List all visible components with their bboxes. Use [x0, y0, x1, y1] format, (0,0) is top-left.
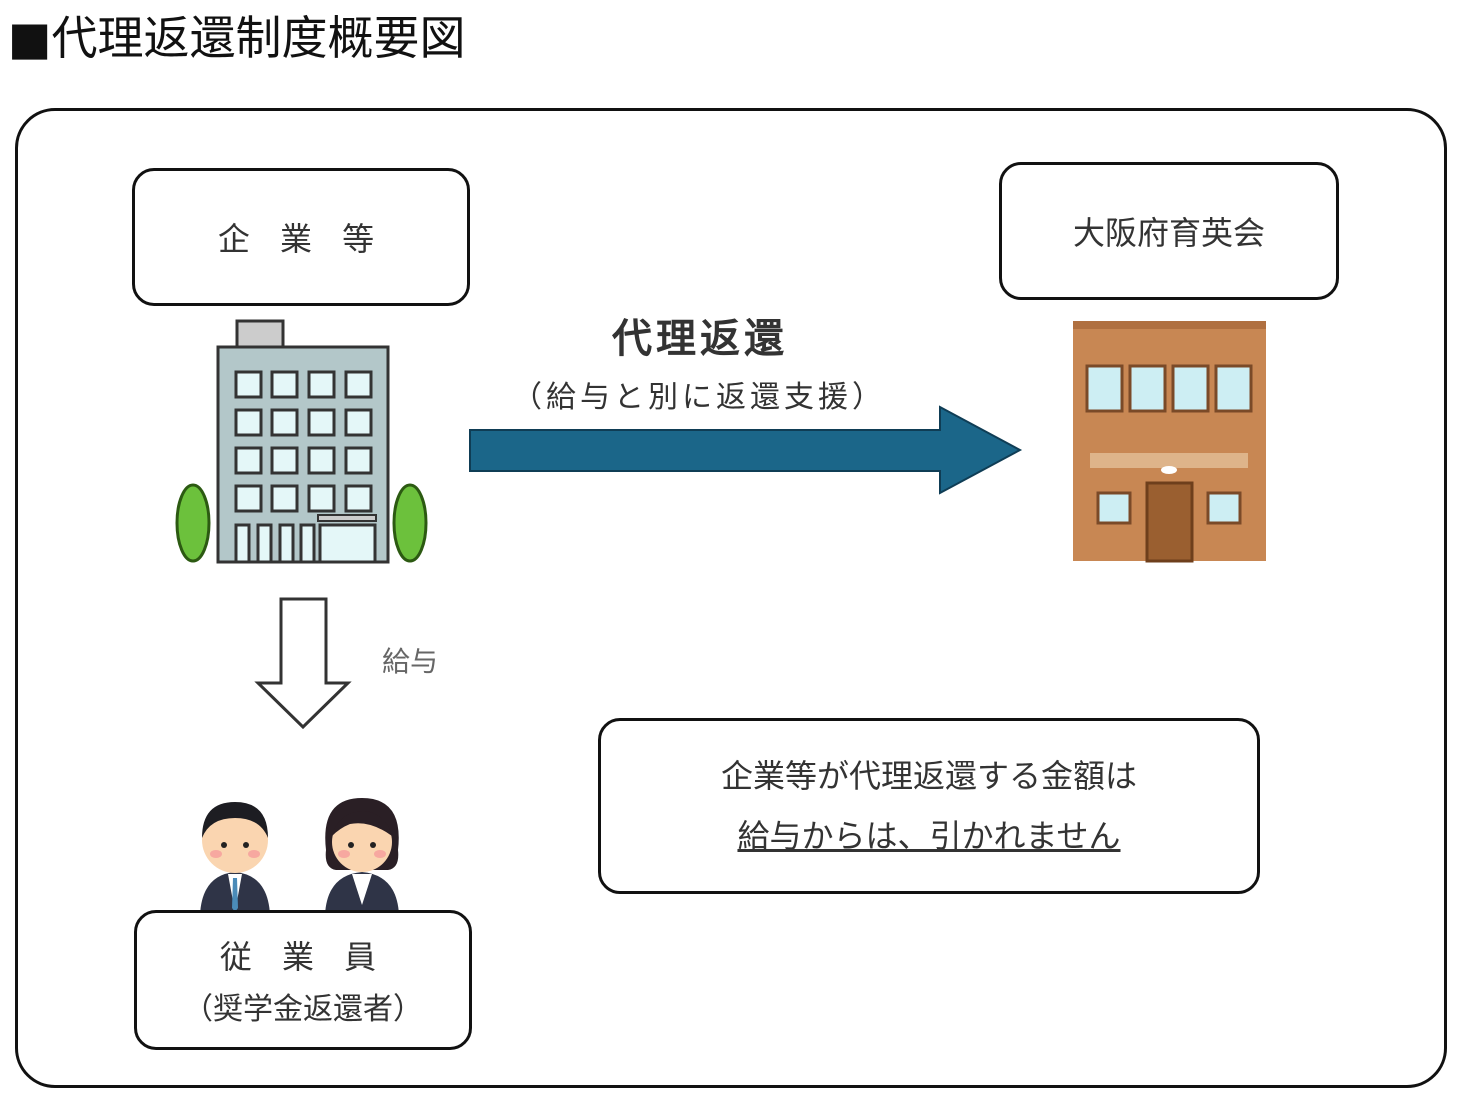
employee-label: 従 業 員: [219, 938, 387, 976]
flow-sub-label: （給与と別に返還支援）: [512, 380, 886, 415]
employees-icon: [200, 798, 399, 915]
employee-box: 従 業 員 （奨学金返還者）: [134, 910, 472, 1050]
note-box: 企業等が代理返還する金額は 給与からは、引かれません: [598, 718, 1260, 894]
foundation-building-icon: [1073, 321, 1266, 563]
company-box: 企 業 等: [132, 168, 470, 306]
salary-label: 給与: [382, 645, 439, 678]
flow-main-label: 代理返還: [612, 316, 788, 362]
diagram-frame: [15, 108, 1447, 1088]
note-line-2: 給与からは、引かれません: [737, 817, 1121, 855]
foundation-label: 大阪府育英会: [1072, 214, 1265, 252]
page-title: ■代理返還制度概要図: [8, 11, 466, 65]
tree-icon: [392, 483, 428, 563]
note-line-1: 企業等が代理返還する金額は: [720, 757, 1137, 795]
down-arrow-icon: [254, 597, 352, 730]
foundation-box: 大阪府育英会: [999, 162, 1339, 300]
employee-sub-label: （奨学金返還者）: [183, 992, 423, 1027]
company-label: 企 業 等: [217, 220, 385, 258]
office-building-icon: [175, 319, 428, 564]
right-arrow-icon: [469, 405, 1023, 495]
female-employee-icon: [325, 798, 399, 915]
male-employee-icon: [200, 802, 270, 915]
tree-icon: [175, 483, 211, 563]
